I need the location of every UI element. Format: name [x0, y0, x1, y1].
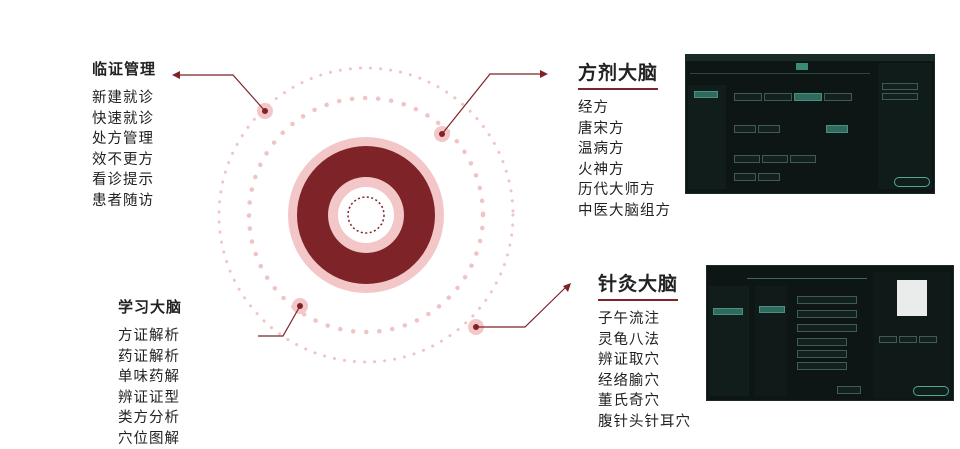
connector-clinical: [178, 75, 265, 111]
connector-acupuncture: [476, 288, 565, 327]
group-acupuncture: 针灸大脑 子午流注 灵龟八法 辨证取穴 经络腧穴 董氏奇穴 腹针头针耳穴: [598, 269, 691, 432]
list-item: 类方分析: [118, 408, 182, 429]
screenshot-active-tab: [796, 63, 808, 70]
screenshot-cell: [826, 125, 848, 133]
acupuncture-app-screenshot: [706, 265, 954, 401]
screenshot-row: [797, 350, 847, 358]
list-item: 穴位图解: [118, 429, 182, 449]
screenshot-cell: [794, 93, 822, 101]
screenshot-cell: [758, 125, 780, 133]
list-item: 辨证取穴: [598, 350, 691, 371]
list-item: 中医大脑组方: [578, 201, 671, 222]
group-title: 方剂大脑: [578, 58, 658, 90]
group-title: 针灸大脑: [598, 269, 678, 301]
list-item: 辨证证型: [118, 388, 182, 409]
list-item: 灵龟八法: [598, 330, 691, 351]
screenshot-cell: [899, 336, 917, 343]
screenshot-cell: [734, 173, 756, 181]
screenshot-action-pill: [894, 177, 930, 187]
list-item: 快速就诊: [92, 109, 156, 130]
screenshot-cell: [734, 93, 762, 101]
list-item: 看诊提示: [92, 170, 156, 191]
screenshot-action-pill: [913, 386, 949, 396]
screenshot-sidebar-item: [694, 91, 718, 98]
list-item: 温病方: [578, 139, 671, 160]
connector-formula: [442, 74, 540, 134]
list-item: 腹针头针耳穴: [598, 412, 691, 433]
list-item: 唐宋方: [578, 119, 671, 140]
screenshot-timeline: [747, 278, 867, 279]
arrow-clinical: [172, 71, 180, 79]
screenshot-list: [755, 286, 787, 396]
group-clinical: 临证管理 新建就诊 快速就诊 处方管理 效不更方 看诊提示 患者随访: [92, 58, 156, 211]
list-item: 历代大师方: [578, 180, 671, 201]
screenshot-cell: [790, 155, 816, 163]
screenshot-divider: [690, 73, 870, 74]
screenshot-row: [797, 362, 847, 370]
list-item: 子午流注: [598, 309, 691, 330]
screenshot-cell: [879, 336, 897, 343]
group-title: 临证管理: [92, 58, 156, 79]
screenshot-sidebar-item: [713, 308, 743, 315]
screenshot-row: [797, 338, 847, 346]
acupoint-illustration: [897, 280, 927, 316]
list-item: 董氏奇穴: [598, 391, 691, 412]
list-item: 火神方: [578, 160, 671, 181]
arrow-formula: [540, 70, 548, 78]
list-item: 方证解析: [118, 326, 182, 347]
list-item: 经络腧穴: [598, 371, 691, 392]
list-item: 经方: [578, 98, 671, 119]
screenshot-cell: [764, 93, 792, 101]
screenshot-cell: [762, 155, 788, 163]
screenshot-cell: [734, 155, 760, 163]
screenshot-button: [837, 386, 861, 394]
screenshot-cell: [919, 336, 937, 343]
list-item: 患者随访: [92, 191, 156, 212]
screenshot-titlebar: [686, 55, 934, 61]
core-center: [338, 187, 394, 243]
screenshot-cell: [758, 173, 780, 181]
list-item: 药证解析: [118, 347, 182, 368]
group-title: 学习大脑: [118, 296, 182, 317]
group-study: 学习大脑 方证解析 药证解析 单味药解 辨证证型 类方分析 穴位图解: [118, 296, 182, 449]
formula-app-screenshot: [685, 54, 935, 194]
list-item: 单味药解: [118, 367, 182, 388]
arrow-acupuncture: [563, 283, 571, 292]
list-item: 处方管理: [92, 129, 156, 150]
screenshot-row: [797, 310, 857, 318]
screenshot-cell: [882, 93, 918, 100]
screenshot-cell: [824, 93, 852, 101]
screenshot-cell: [882, 83, 918, 90]
screenshot-sidebar: [709, 286, 749, 396]
screenshot-list-item: [759, 306, 785, 313]
screenshot-right-panel: [878, 63, 932, 189]
screenshot-row: [797, 324, 857, 332]
list-item: 新建就诊: [92, 88, 156, 109]
list-item: 效不更方: [92, 150, 156, 171]
screenshot-sidebar: [688, 85, 726, 189]
screenshot-row: [797, 296, 857, 304]
group-formula: 方剂大脑 经方 唐宋方 温病方 火神方 历代大师方 中医大脑组方: [578, 58, 671, 221]
screenshot-cell: [734, 125, 756, 133]
